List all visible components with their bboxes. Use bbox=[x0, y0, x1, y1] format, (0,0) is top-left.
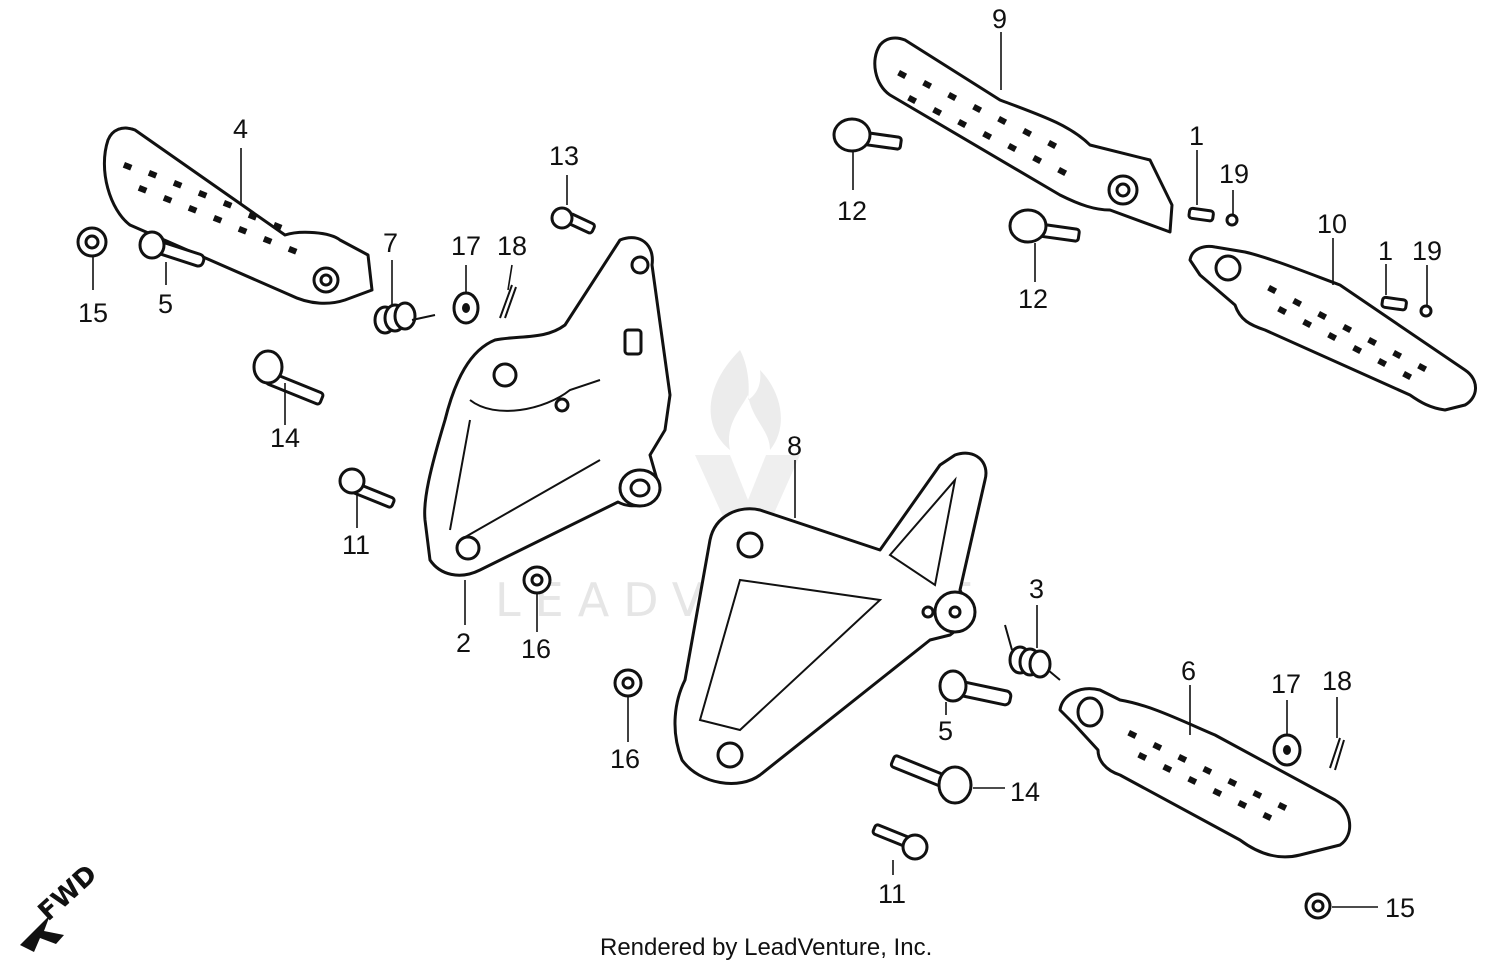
bolt-12-lower[interactable] bbox=[1008, 208, 1081, 244]
callout-17-left: 17 bbox=[451, 231, 481, 261]
callout-8: 8 bbox=[787, 431, 802, 461]
callout-17-right: 17 bbox=[1271, 669, 1301, 699]
render-credit: Rendered by LeadVenture, Inc. bbox=[600, 934, 932, 961]
fwd-label: FWD bbox=[33, 859, 104, 927]
callout-1-upper: 1 bbox=[1189, 121, 1204, 151]
bolt-13[interactable] bbox=[550, 206, 596, 235]
right-footpeg[interactable] bbox=[1058, 687, 1351, 859]
callout-12-upper: 12 bbox=[837, 196, 867, 226]
right-cotter-pin[interactable] bbox=[1329, 737, 1345, 771]
bolt-14-right[interactable] bbox=[889, 754, 973, 805]
callout-11-left: 11 bbox=[342, 530, 370, 560]
callout-1-lower: 1 bbox=[1378, 236, 1393, 266]
callout-18-left: 18 bbox=[497, 231, 527, 261]
fwd-arrow-icon bbox=[20, 915, 64, 952]
callout-12-lower: 12 bbox=[1018, 284, 1048, 314]
right-bracket[interactable] bbox=[673, 451, 988, 785]
leader-lines bbox=[92, 32, 1428, 908]
callout-5-right: 5 bbox=[938, 716, 953, 746]
spring-1-upper[interactable] bbox=[1187, 206, 1215, 223]
right-washer[interactable] bbox=[1272, 733, 1302, 767]
callout-16-lower: 16 bbox=[610, 744, 640, 774]
left-washer[interactable] bbox=[452, 291, 480, 325]
callout-19-upper: 19 bbox=[1219, 159, 1249, 189]
callout-19-lower: 19 bbox=[1412, 236, 1442, 266]
bolt-12-upper[interactable] bbox=[832, 117, 903, 153]
bolt-14-left[interactable] bbox=[252, 349, 325, 406]
right-pivot-pin[interactable] bbox=[938, 669, 1013, 707]
callout-9: 9 bbox=[992, 4, 1007, 34]
callout-11-right: 11 bbox=[878, 879, 906, 909]
right-cap-nut[interactable] bbox=[1304, 892, 1332, 920]
callout-6: 6 bbox=[1181, 656, 1196, 686]
callout-5-left: 5 bbox=[158, 289, 173, 319]
callout-13: 13 bbox=[549, 141, 579, 171]
callout-4: 4 bbox=[233, 114, 248, 144]
right-spring[interactable] bbox=[1004, 624, 1061, 681]
callout-2: 2 bbox=[456, 628, 471, 658]
nut-16-lower[interactable] bbox=[613, 668, 643, 698]
left-spring[interactable] bbox=[373, 301, 436, 335]
ball-19-lower[interactable] bbox=[1419, 304, 1433, 318]
callout-15-right: 15 bbox=[1385, 893, 1415, 923]
left-cap-nut[interactable] bbox=[76, 226, 108, 258]
callout-15-left: 15 bbox=[78, 298, 108, 328]
left-bracket[interactable] bbox=[423, 236, 672, 577]
callout-3: 3 bbox=[1029, 574, 1044, 604]
callout-14-left: 14 bbox=[270, 423, 300, 453]
fwd-direction-marker: FWD bbox=[20, 859, 103, 952]
nut-16-left[interactable] bbox=[522, 565, 552, 595]
right-rear-footpeg[interactable] bbox=[1188, 244, 1477, 412]
watermark-v-logo bbox=[695, 455, 800, 545]
callout-7: 7 bbox=[383, 228, 398, 258]
left-cotter-pin[interactable] bbox=[499, 284, 517, 319]
bolt-11-left[interactable] bbox=[338, 467, 396, 509]
bolt-11-right[interactable] bbox=[871, 823, 929, 861]
left-footpeg[interactable] bbox=[103, 126, 374, 305]
spring-1-lower[interactable] bbox=[1380, 295, 1408, 312]
watermark-flame-logo bbox=[710, 350, 781, 450]
ball-19-upper[interactable] bbox=[1225, 213, 1239, 227]
callouts: 4 7 17 18 13 15 5 14 11 2 16 16 8 3 5 6 … bbox=[78, 4, 1442, 923]
callout-18-right: 18 bbox=[1322, 666, 1352, 696]
left-pivot-pin[interactable] bbox=[138, 230, 206, 268]
callout-16-left: 16 bbox=[521, 634, 551, 664]
upper-right-footpeg[interactable] bbox=[873, 36, 1174, 234]
callout-10: 10 bbox=[1317, 209, 1347, 239]
callout-14-right: 14 bbox=[1010, 777, 1040, 807]
